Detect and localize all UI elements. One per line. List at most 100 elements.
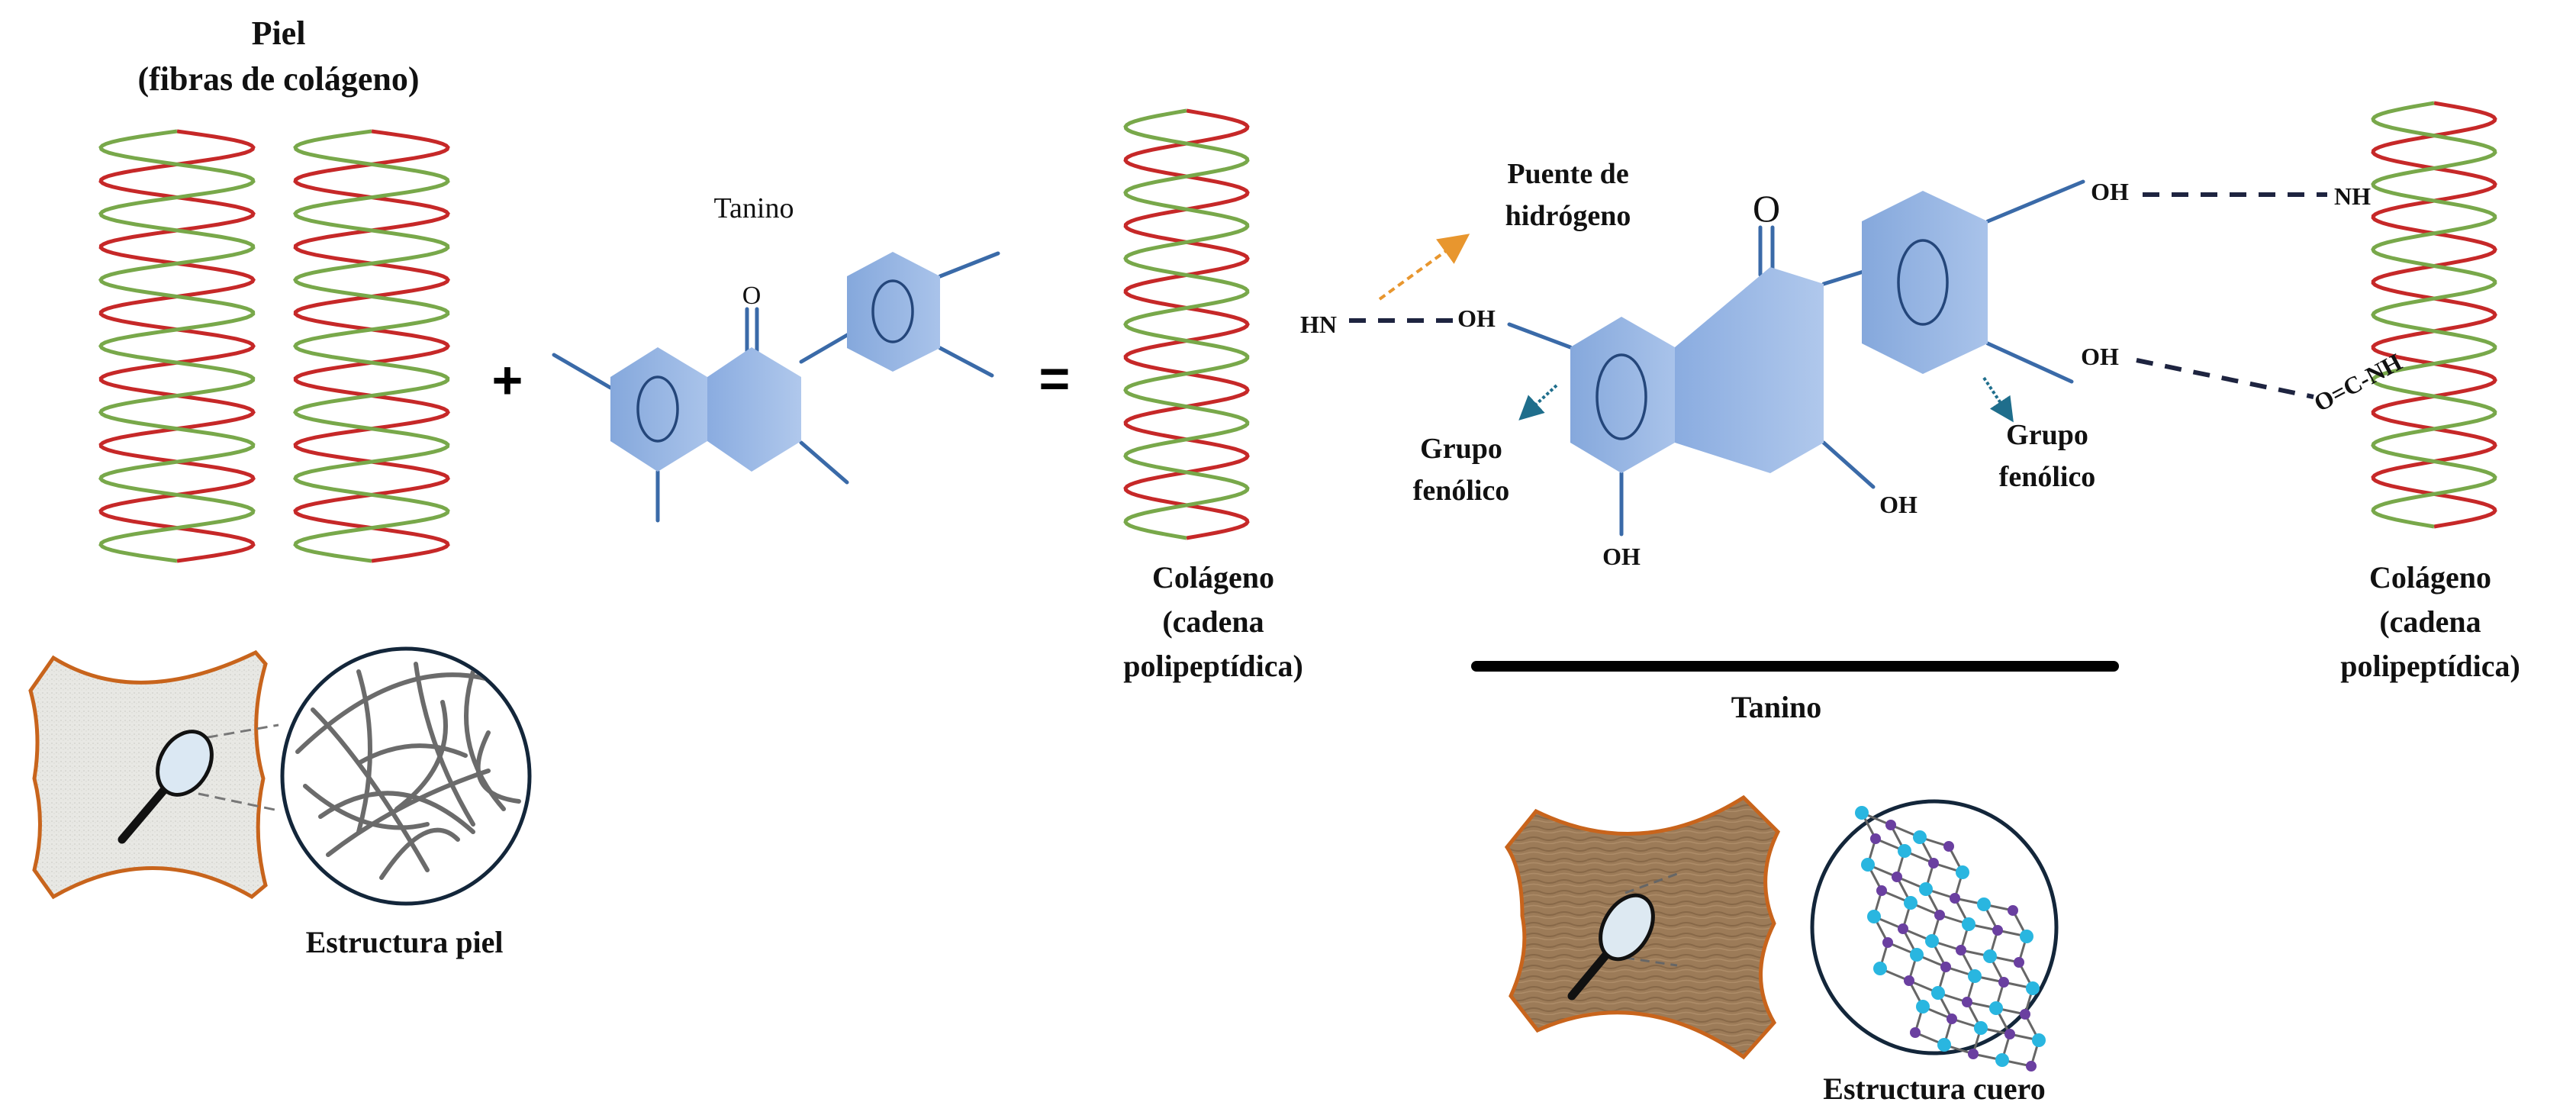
oh-group-left: OH <box>1457 305 1496 332</box>
zoom-guide-line <box>1624 956 1678 967</box>
leather-structure-illustration: Estructura cuero <box>1504 794 2059 1106</box>
bond <box>1821 440 1876 489</box>
hn-group: HN <box>1300 311 1337 338</box>
plus-sign: + <box>492 350 523 410</box>
network-node-cyan <box>1913 830 1927 844</box>
network-node-cyan <box>2032 1033 2046 1047</box>
bond <box>799 332 851 364</box>
collagen-right-line2: (cadena <box>2379 604 2481 639</box>
network-node-cyan <box>1995 1053 2009 1067</box>
bond <box>938 346 994 378</box>
oh-group-top-right: OH <box>2091 178 2129 205</box>
hydrogen-bond-bottom-right <box>2136 358 2314 399</box>
network-node-cyan <box>1956 865 1969 879</box>
network-node-purple <box>2014 957 2024 968</box>
helix-strand-green <box>98 129 256 563</box>
phenolic-left-label-2: fenólico <box>1413 475 1510 507</box>
network-node-purple <box>1898 923 1908 934</box>
network-node-purple <box>1943 841 1954 852</box>
network-node-cyan <box>1867 910 1881 923</box>
network-node-purple <box>1962 997 1972 1007</box>
bond <box>938 251 1000 279</box>
tannin-reactant-label: Tanino <box>714 192 794 224</box>
leather-zoom-circle <box>1810 799 2059 1055</box>
aromatic-circle <box>636 375 679 443</box>
magnifier-icon <box>118 730 214 844</box>
collagen-fiber <box>394 700 448 811</box>
aromatic-circle <box>871 279 914 343</box>
nh-group: NH <box>2334 182 2371 210</box>
network-node-cyan <box>1977 897 1991 911</box>
collagen-chain-right-helix <box>2371 101 2497 529</box>
skin-hide-shape <box>28 649 268 900</box>
phenolic-arrow-right <box>1982 376 2014 423</box>
network-node-cyan <box>1916 1000 1930 1013</box>
bond <box>1507 322 1573 350</box>
network-node-purple <box>1968 1049 1979 1059</box>
oh-group-right: OH <box>2081 343 2119 370</box>
collagen-fiber <box>356 743 468 765</box>
helix-strand-green <box>293 129 450 563</box>
network-node-purple <box>1876 885 1887 896</box>
skin-zoom-circle <box>280 646 532 906</box>
zoom-guide-line <box>198 792 279 812</box>
crosslinked-network <box>1855 806 2046 1071</box>
network-node-cyan <box>1983 949 1997 963</box>
network-node-purple <box>1956 945 1966 955</box>
collagen-left-line2: (cadena <box>1162 604 1264 639</box>
aromatic-circle <box>1596 353 1647 440</box>
title-line1: Piel <box>252 15 306 52</box>
collagen-right-line3: polipeptídica) <box>2340 649 2520 683</box>
network-node-purple <box>2008 905 2018 916</box>
bond <box>1985 341 2074 384</box>
helix-strand-green <box>1123 108 1250 540</box>
collagen-fiber <box>475 730 521 804</box>
oh-group-bottom-mid: OH <box>1879 491 1918 518</box>
helix-strand-red <box>98 129 256 563</box>
tannin-reactant: Tanino O <box>552 192 1000 523</box>
bond <box>799 440 849 485</box>
phenolic-arrow-left <box>1518 384 1558 421</box>
network-node-purple <box>1928 858 1939 868</box>
hydrogen-bond-label-2: hidrógeno <box>1505 200 1631 232</box>
network-node-cyan <box>1910 948 1924 962</box>
equals-sign: = <box>1039 349 1071 408</box>
zoom-guide-line <box>1624 872 1678 894</box>
collagen-left-line3: polipeptídica) <box>1123 649 1303 683</box>
collagen-left-line1: Colágeno <box>1152 560 1274 595</box>
carbonyl-oxygen: O <box>742 282 762 310</box>
network-node-cyan <box>2026 981 2040 995</box>
network-node-purple <box>1910 1027 1921 1038</box>
network-node-cyan <box>1925 934 1939 948</box>
hydrogen-bond-label-1: Puente de <box>1507 158 1628 190</box>
network-node-cyan <box>1904 896 1918 910</box>
network-node-purple <box>2004 1029 2015 1039</box>
collagen-fiber <box>379 827 460 880</box>
network-node-purple <box>1885 820 1896 830</box>
network-node-purple <box>1882 937 1893 948</box>
network-node-cyan <box>1962 917 1975 931</box>
collagen-right-line1: Colágeno <box>2369 560 2491 595</box>
bond <box>1985 179 2085 224</box>
network-node-cyan <box>1898 844 1911 858</box>
hydrogen-bond-arrow <box>1378 234 1470 301</box>
network-node-purple <box>1950 893 1960 904</box>
network-node-purple <box>1904 975 1914 986</box>
network-node-cyan <box>1861 858 1875 872</box>
magnifier-icon <box>1567 893 1655 1001</box>
network-node-cyan <box>1968 969 1982 983</box>
network-node-purple <box>1892 872 1902 882</box>
helix-strand-red <box>1123 108 1250 540</box>
network-node-cyan <box>1937 1038 1951 1052</box>
collagen-chain-left-helix <box>1123 108 1250 540</box>
network-node-cyan <box>1855 806 1869 820</box>
network-node-purple <box>1946 1013 1957 1024</box>
phenolic-right-label-1: Grupo <box>2006 419 2088 451</box>
helix-strand-red <box>293 129 450 563</box>
helix-strand-green <box>2371 101 2497 529</box>
network-node-cyan <box>1931 986 1945 1000</box>
carbonyl-amide-group: O=C-NH <box>2309 348 2406 417</box>
collagen-helices <box>98 101 2497 563</box>
network-node-purple <box>1940 962 1951 972</box>
